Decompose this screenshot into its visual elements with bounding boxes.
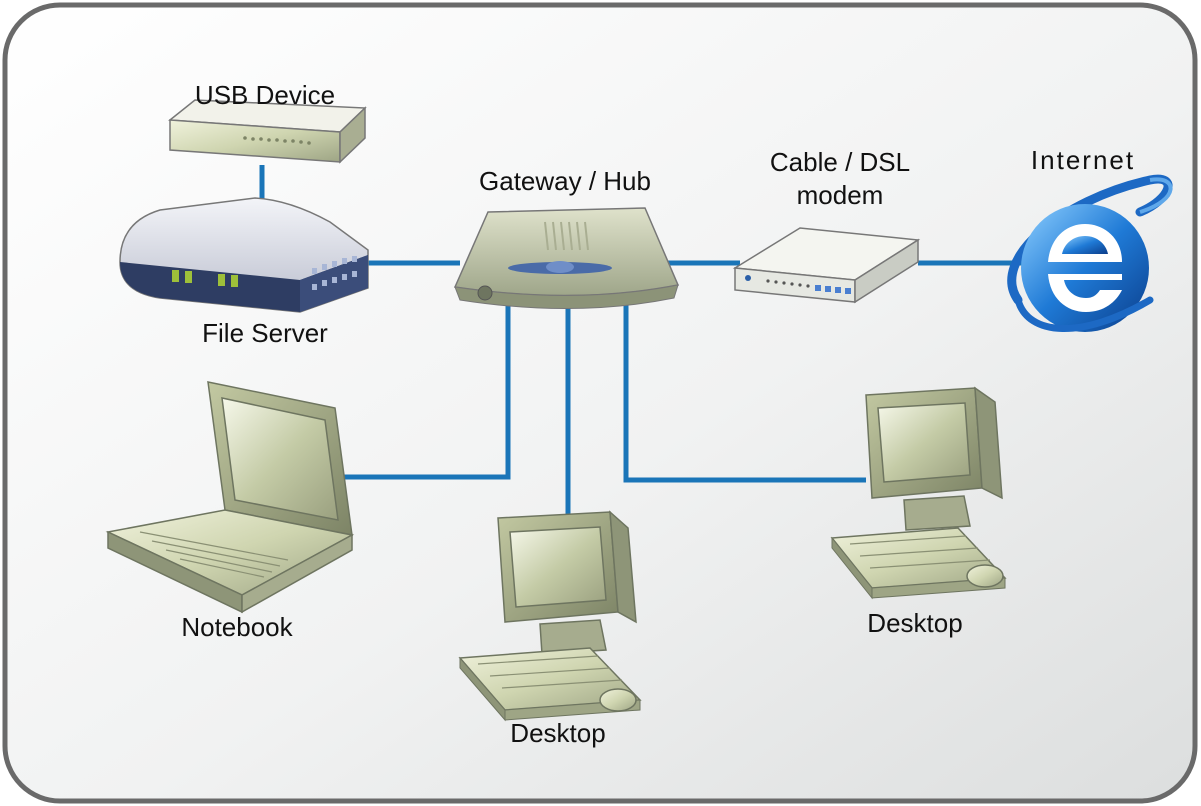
- gateway-hub-label: Gateway / Hub: [479, 166, 651, 196]
- network-links: [259, 165, 1035, 520]
- file-server-label: File Server: [202, 318, 328, 348]
- file-server-icon: [119, 197, 369, 313]
- internet-explorer-icon: [1007, 174, 1173, 332]
- usb-device-label: USB Device: [194, 80, 336, 110]
- usb-device-icon: [168, 99, 367, 164]
- notebook-label: Notebook: [181, 612, 293, 642]
- desktop-right-label: Desktop: [867, 608, 963, 638]
- modem-label-line2: modem: [796, 180, 884, 210]
- desktop-icon: [830, 386, 1007, 600]
- modem-label-line1: Cable / DSL: [769, 147, 911, 177]
- internet-label: Internet: [1030, 145, 1136, 175]
- modem-icon: [732, 227, 921, 304]
- gateway-hub-icon: [453, 207, 680, 310]
- link-hub-notebook: [342, 305, 511, 480]
- desktop-center-label: Desktop: [510, 718, 606, 748]
- link-hub-desktop-right: [623, 305, 866, 483]
- notebook-icon: [105, 381, 355, 614]
- desktop-icon: [458, 510, 642, 722]
